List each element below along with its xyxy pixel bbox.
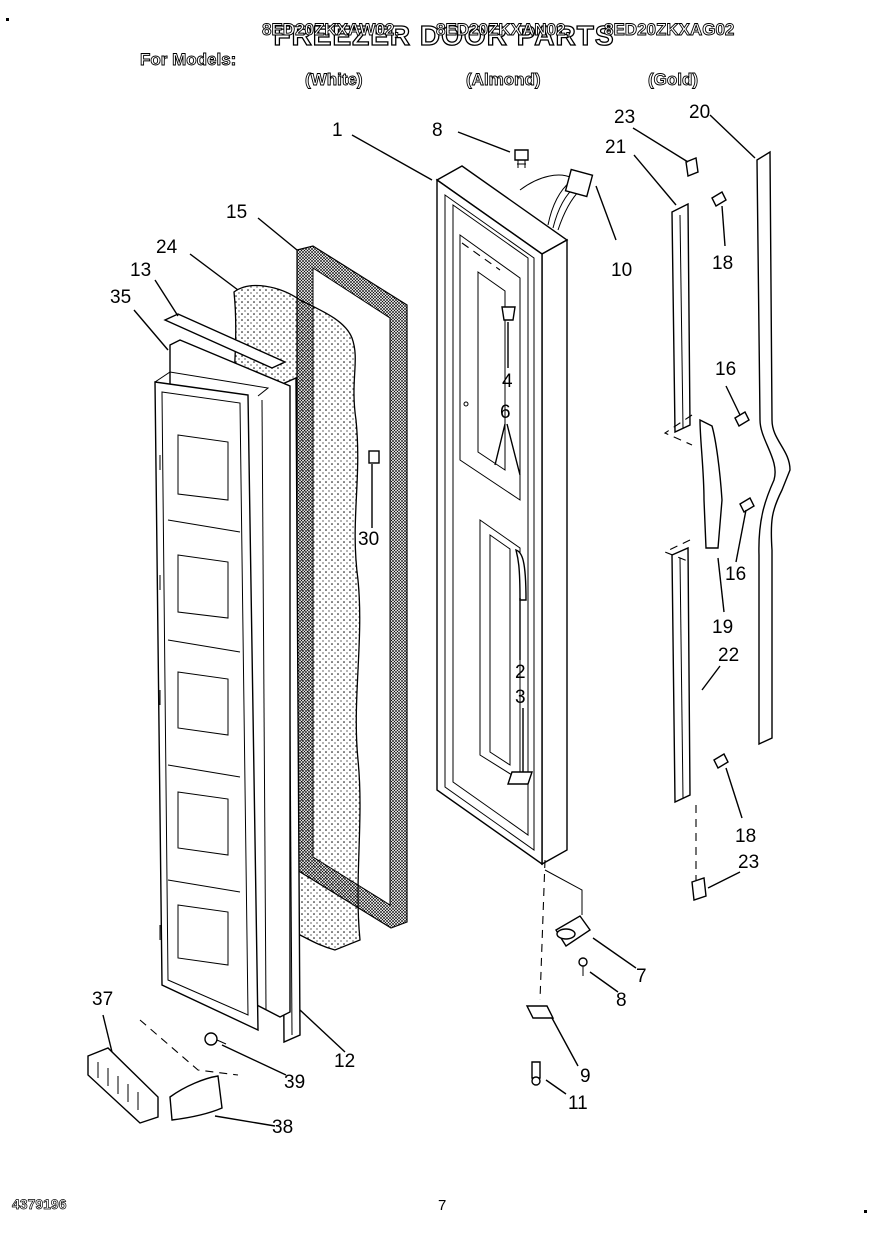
for-models-label: For Models: [140,50,237,70]
trim-22 [671,546,691,804]
callout-numbers: 1 8 15 24 13 35 10 4 6 30 2 3 7 8 9 11 1… [92,102,759,1138]
model-number: 8ED20ZKXAG02 [604,20,735,40]
wire-harness [519,168,594,231]
screw-8-top [514,149,529,168]
handle-20 [756,150,791,746]
callout-19: 19 [712,617,733,638]
bracket-19 [699,418,723,549]
model-color: (White) [305,70,363,90]
model-number: 8ED20ZKXAW02, [262,20,400,40]
caps-23 [685,157,707,901]
callout-13: 13 [130,260,151,281]
page-title: FREEZER DOOR PARTS [273,19,615,51]
door-liner [154,339,291,1032]
clip-30 [368,450,380,464]
hinge-7 [555,915,591,947]
leader-lines [102,114,756,1127]
callout-1: 1 [332,120,343,141]
screw-8-lower [578,957,588,976]
callout-2: 2 [515,662,526,683]
callout-8: 8 [616,990,627,1011]
trim-21 [671,202,691,434]
model-color: (Almond) [466,70,541,90]
callout-6: 6 [500,402,511,423]
callout-37: 37 [92,989,113,1010]
callout-8: 8 [432,120,443,141]
callout-12: 12 [334,1051,355,1072]
model-color: (Gold) [648,70,699,90]
callout-18: 18 [712,253,733,274]
callout-7: 7 [636,966,647,987]
outer-door-panel [435,165,569,866]
callout-4: 4 [502,371,513,392]
screws-18-16 [711,191,755,769]
plug-4 [501,306,516,321]
toe-grille-37 [87,1047,159,1124]
model-number: 8ED20ZKXAN02, [436,20,571,40]
callout-3: 3 [515,687,526,708]
corner-mark [6,18,9,21]
models-line: For Models: [140,50,237,70]
screw-11 [531,1061,541,1086]
callout-9: 9 [580,1066,591,1087]
callout-35: 35 [110,287,131,308]
top-trim-13 [163,313,287,369]
callout-21: 21 [605,137,626,158]
callout-30: 30 [358,529,379,550]
corner-mark [864,1210,867,1213]
callout-18: 18 [735,826,756,847]
bracket-9 [525,1005,555,1019]
callout-22: 22 [718,645,739,666]
document-number: 4379196 [12,1196,67,1213]
callout-16: 16 [715,359,736,380]
page-number: 7 [438,1197,447,1214]
screw-39 [204,1032,227,1046]
bracket-3 [507,771,533,785]
callout-16: 16 [725,564,746,585]
tube-2 [515,548,527,601]
callout-23: 23 [614,107,635,128]
callout-10: 10 [611,260,632,281]
cover-38 [169,1075,223,1121]
callout-38: 38 [272,1117,293,1138]
callout-23: 23 [738,852,759,873]
callout-20: 20 [689,102,710,123]
callout-24: 24 [156,237,178,258]
callout-15: 15 [226,202,247,223]
callout-39: 39 [284,1072,305,1093]
callout-11: 11 [568,1093,588,1114]
